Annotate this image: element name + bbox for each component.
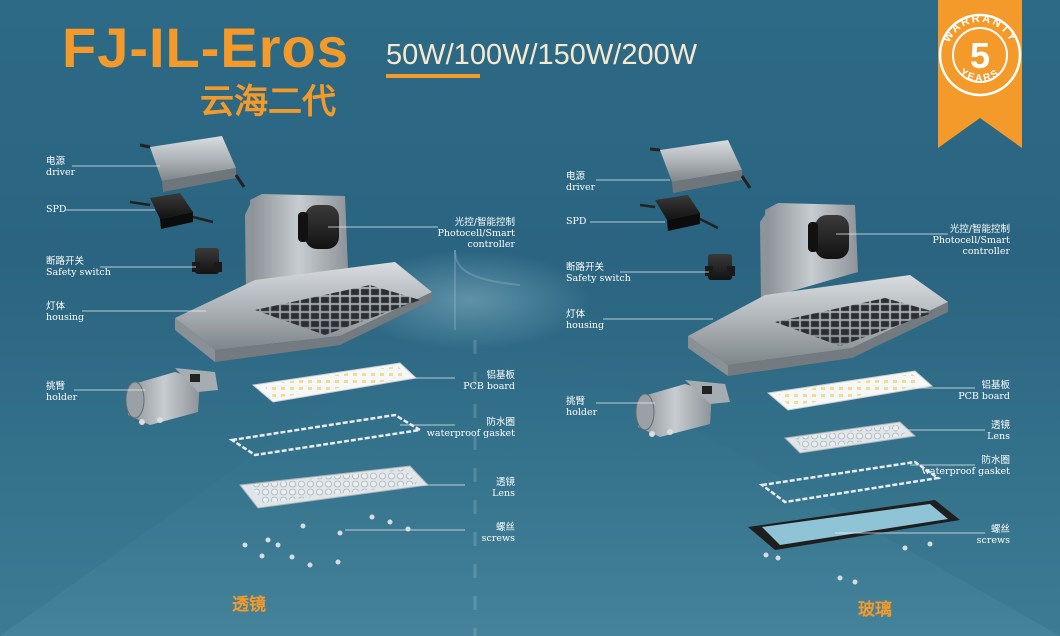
lens-part [783,421,917,454]
driver-part [649,140,752,193]
housing-part [175,194,432,362]
label-driver: 电源 driver [46,156,76,178]
label-lens: 透镜 Lens [492,477,515,499]
safety-switch-part [705,254,735,280]
right-exploded-view [590,140,985,585]
product-subtitle-cn: 云海二代 [200,82,336,122]
spd-part [639,195,719,231]
badge-number: 5 [970,35,990,76]
label-pcb: 铝基板 PCB board [958,380,1010,402]
label-holder: 挑臂 holder [46,381,78,403]
badge-inner-ring [952,27,1008,83]
label-safety-switch: 断路开关 Safety switch [566,262,631,284]
glass-part [748,500,960,550]
spd-part [129,193,214,229]
holder-part [635,380,730,437]
label-housing: 灯体 housing [46,301,85,323]
housing-part [688,203,948,376]
safety-switch-part [192,248,222,274]
screws-part [763,541,933,585]
left-leader-lines [66,165,465,531]
label-photocell: 光控/智能控制 Photocell/Smart controller [932,224,1010,257]
label-photocell: 光控/智能控制 Photocell/Smart controller [437,217,515,250]
holder-part [125,368,218,425]
screws-part [242,514,411,568]
pcb-part [766,370,934,411]
lens-part [239,465,430,509]
left-caption: 透镜 [232,595,266,615]
badge-ring [938,13,1022,97]
label-holder: 挑臂 holder [566,396,598,418]
driver-part [139,136,246,192]
product-title: FJ-IL-Eros [62,16,349,79]
label-gasket: 防水圈 waterproof gasket [921,455,1010,477]
right-leader-lines [590,179,985,534]
gasket-part [228,413,424,457]
label-screws: 螺丝 screws [976,524,1010,546]
label-driver: 电源 driver [566,171,596,193]
label-lens: 透镜 Lens [987,420,1010,442]
pcb-part [251,362,418,403]
label-gasket: 防水圈 waterproof gasket [426,417,515,439]
label-spd: SPD [566,216,587,227]
left-exploded-view [66,136,465,568]
label-pcb: 铝基板 PCB board [463,370,515,392]
label-screws: 螺丝 screws [481,522,515,544]
label-spd: SPD [46,204,67,215]
label-housing: 灯体 housing [566,309,605,331]
label-safety-switch: 断路开关 Safety switch [46,256,111,278]
wattage-range: 50W/100W/150W/200W [386,39,698,71]
warranty-badge: WARRANTY 5 YEARS [938,0,1022,148]
gasket-part [758,460,942,504]
wattage-underline [386,74,480,78]
right-caption: 玻璃 [858,600,892,620]
